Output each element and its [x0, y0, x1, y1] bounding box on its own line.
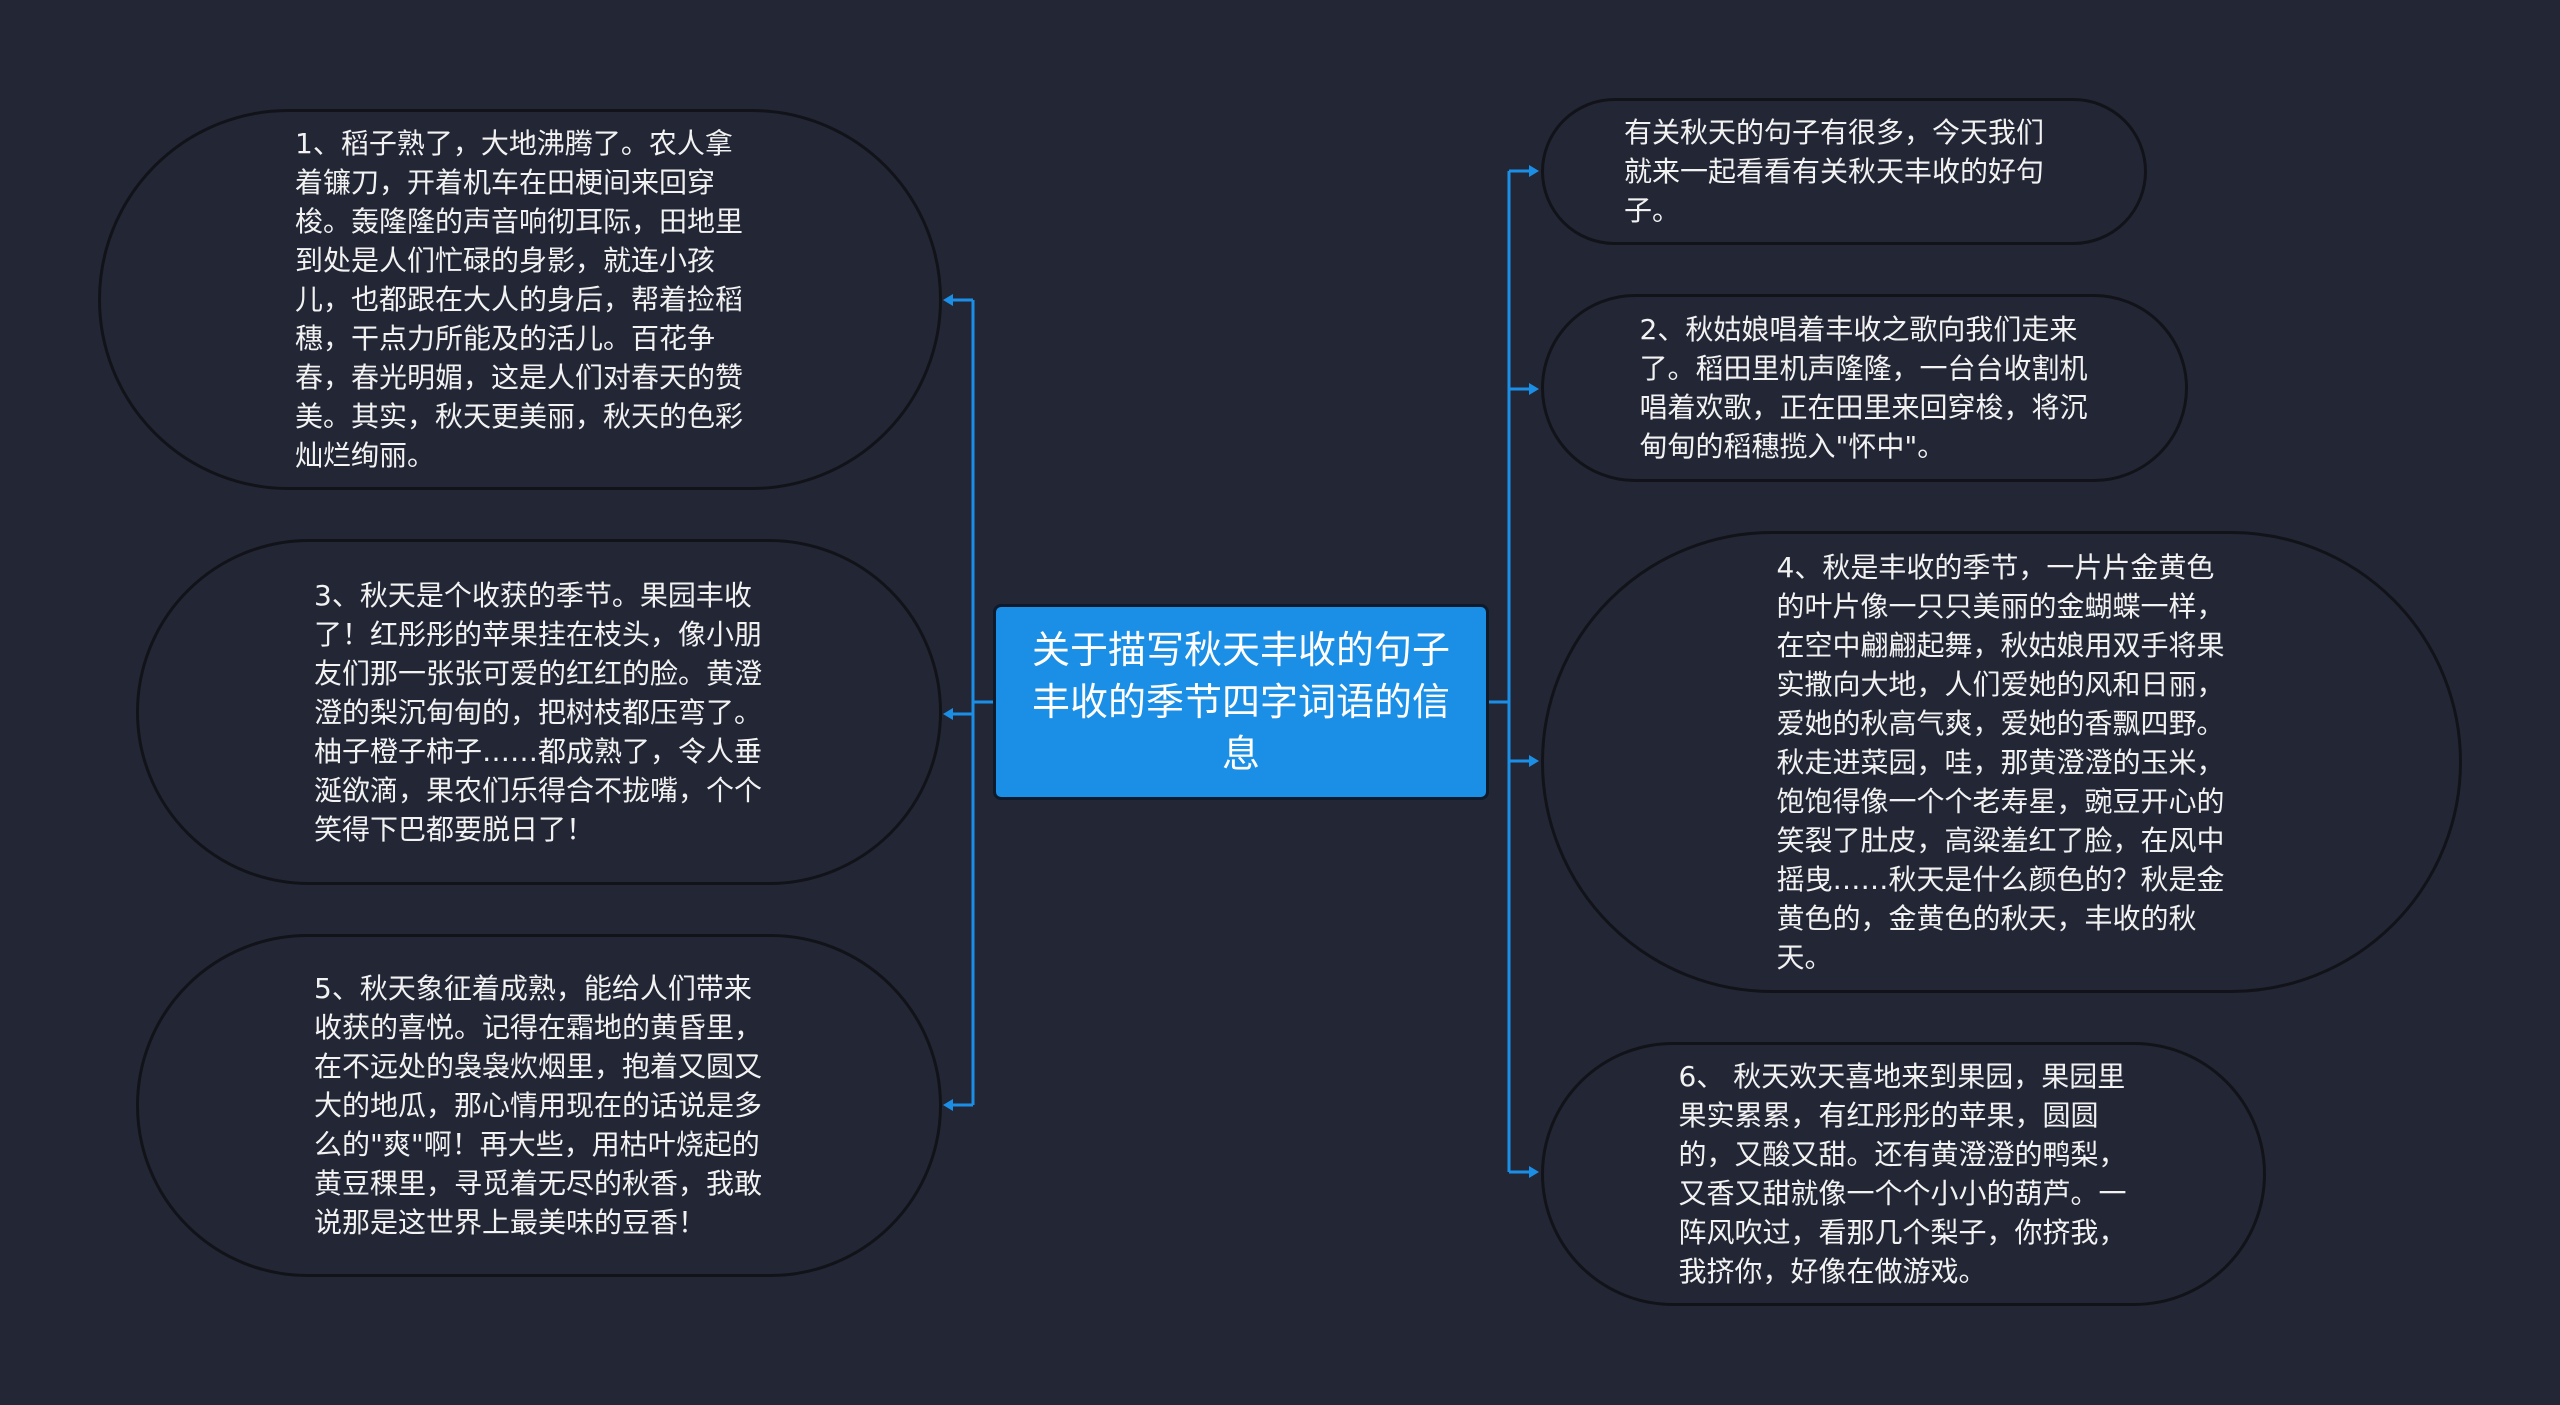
arrow-icon	[1529, 165, 1539, 177]
connector-left-trunk	[971, 300, 993, 1105]
topic-text: 3、秋天是个收获的季节。果园丰收了！红彤彤的苹果挂在枝头，像小朋友们那一张张可爱…	[314, 578, 763, 846]
central-topic-node[interactable]: 关于描写秋天丰收的句子丰收的季节四字词语的信息	[993, 604, 1489, 800]
central-topic-text: 关于描写秋天丰收的句子丰收的季节四字词语的信息	[1031, 628, 1450, 776]
topic-text: 有关秋天的句子有很多，今天我们就来一起看看有关秋天丰收的好句子。	[1624, 116, 2045, 227]
topic-text: 1、稻子熟了，大地沸腾了。农人拿着镰刀，开着机车在田梗间来回穿梭。轰隆隆的声音响…	[295, 127, 744, 472]
topic-text: 4、秋是丰收的季节，一片片金黄色的叶片像一只只美丽的金蝴蝶一样，在空中翩翩起舞，…	[1776, 550, 2225, 974]
topic-node-3[interactable]: 3、秋天是个收获的季节。果园丰收了！红彤彤的苹果挂在枝头，像小朋友们那一张张可爱…	[136, 539, 942, 885]
topic-text: 6、 秋天欢天喜地来到果园，果园里果实累累，有红彤彤的苹果，圆圆的，又酸又甜。还…	[1678, 1060, 2127, 1288]
topic-node-5[interactable]: 5、秋天象征着成熟，能给人们带来收获的喜悦。记得在霜地的黄昏里，在不远处的袅袅炊…	[136, 934, 942, 1277]
arrow-icon	[1529, 383, 1539, 395]
arrow-icon	[943, 1099, 953, 1111]
arrow-icon	[1529, 1166, 1539, 1178]
arrow-icon	[1529, 755, 1539, 767]
topic-node-4[interactable]: 4、秋是丰收的季节，一片片金黄色的叶片像一只只美丽的金蝴蝶一样，在空中翩翩起舞，…	[1541, 531, 2462, 993]
topic-text: 2、秋姑娘唱着丰收之歌向我们走来了。稻田里机声隆隆，一台台收割机唱着欢歌，正在田…	[1639, 313, 2088, 463]
topic-node-intro[interactable]: 有关秋天的句子有很多，今天我们就来一起看看有关秋天丰收的好句子。	[1541, 98, 2147, 245]
topic-node-2[interactable]: 2、秋姑娘唱着丰收之歌向我们走来了。稻田里机声隆隆，一台台收割机唱着欢歌，正在田…	[1541, 294, 2188, 482]
topic-text: 5、秋天象征着成熟，能给人们带来收获的喜悦。记得在霜地的黄昏里，在不远处的袅袅炊…	[314, 972, 763, 1239]
topic-node-6[interactable]: 6、 秋天欢天喜地来到果园，果园里果实累累，有红彤彤的苹果，圆圆的，又酸又甜。还…	[1541, 1042, 2266, 1306]
topic-node-1[interactable]: 1、稻子熟了，大地沸腾了。农人拿着镰刀，开着机车在田梗间来回穿梭。轰隆隆的声音响…	[98, 109, 942, 490]
arrow-icon	[943, 708, 953, 720]
arrow-icon	[943, 294, 953, 306]
connector-right-trunk	[1489, 171, 1511, 1172]
